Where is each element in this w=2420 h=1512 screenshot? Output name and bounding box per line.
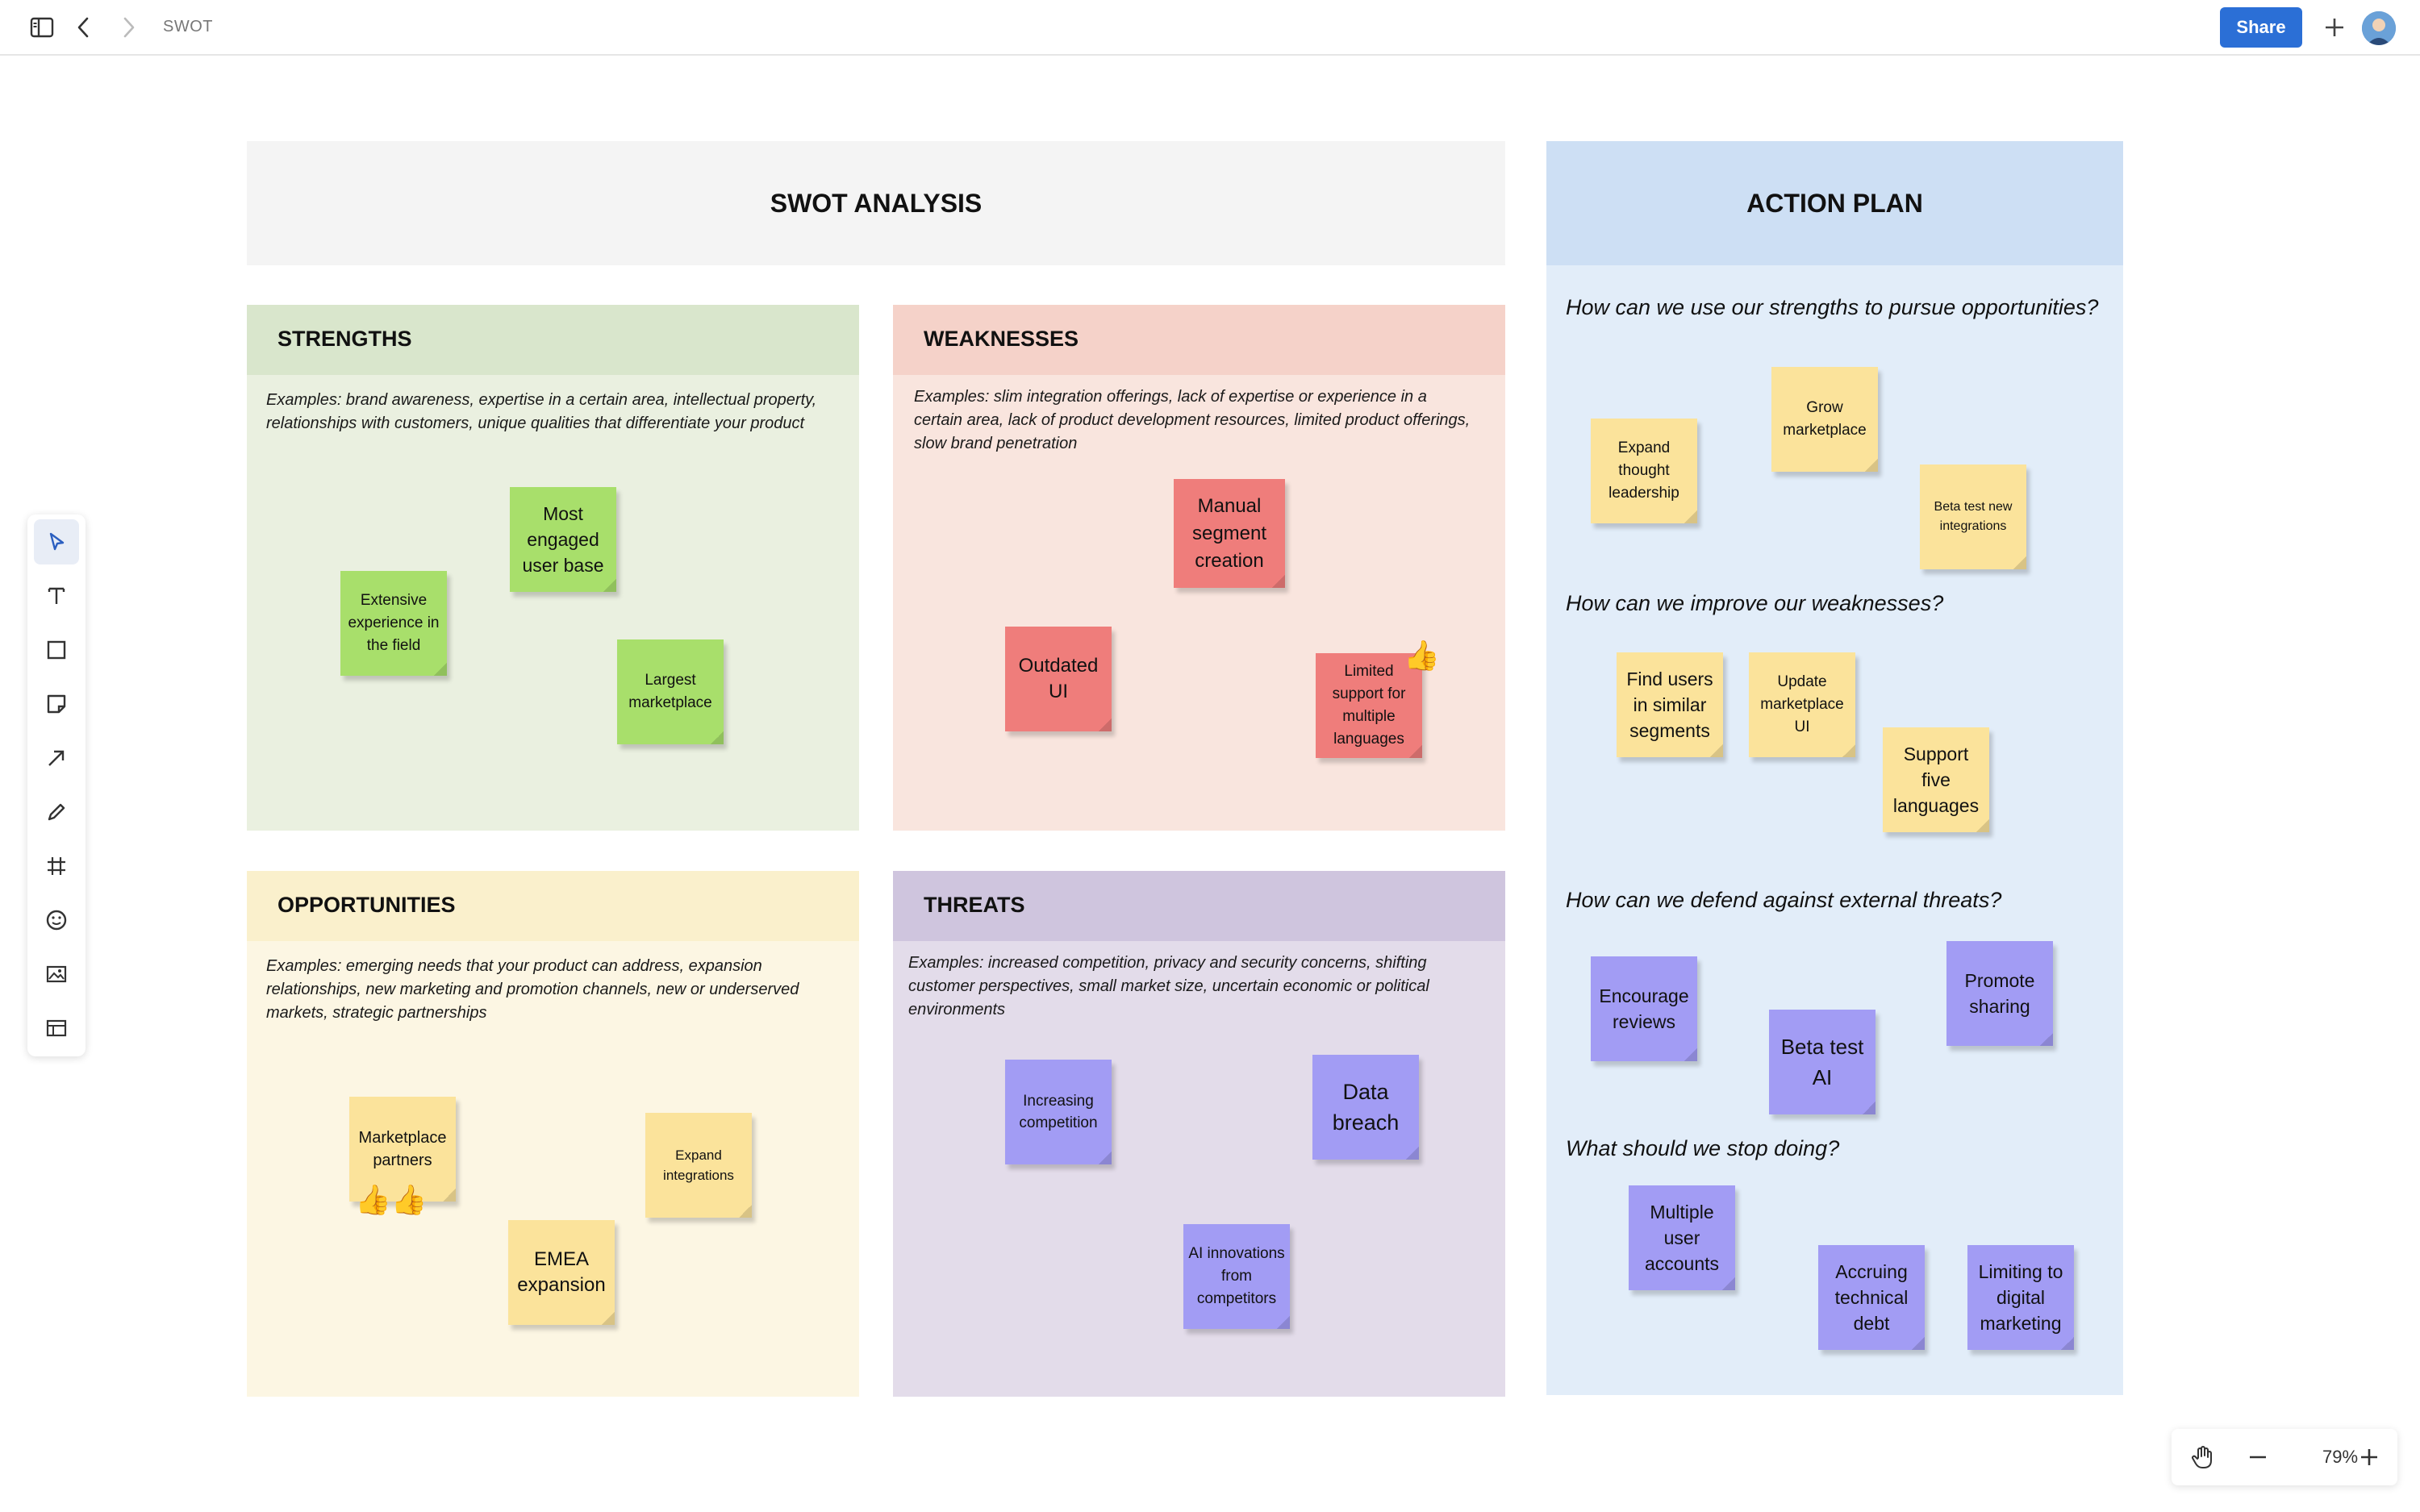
sticky-note[interactable]: Largest marketplace (617, 639, 724, 744)
text-icon[interactable] (34, 573, 79, 619)
left-toolbar (27, 514, 86, 1056)
question-weaknesses: How can we improve our weaknesses? (1566, 591, 1944, 615)
sticky-note[interactable]: Update marketplace UI (1749, 652, 1855, 757)
zoom-out-icon[interactable] (2238, 1429, 2278, 1485)
select-icon[interactable] (34, 519, 79, 564)
strengths-panel: STRENGTHS Examples: brand awareness, exp… (247, 305, 859, 831)
sticky-note[interactable]: Support five languages (1883, 727, 1989, 832)
action-plan-header (1546, 141, 2123, 265)
thumbs-up-icon: 👍 (1404, 639, 1440, 672)
forward-arrow-icon[interactable] (117, 0, 141, 54)
strengths-title: STRENGTHS (277, 327, 412, 351)
sticky-note[interactable]: Limited support for multiple languages (1316, 653, 1422, 758)
zoom-in-icon[interactable] (2349, 1429, 2389, 1485)
action-plan-panel: ACTION PLAN How can we use our strengths… (1546, 141, 2123, 1395)
avatar[interactable] (2362, 11, 2396, 45)
thumbs-up-icon: 👍👍 (355, 1183, 428, 1216)
sticky-note[interactable]: Grow marketplace (1771, 367, 1878, 472)
sticky-note[interactable]: Beta test new integrations (1920, 464, 2026, 569)
strengths-header (247, 305, 859, 375)
action-plan-title: ACTION PLAN (1746, 188, 1923, 218)
weaknesses-header (893, 305, 1505, 375)
sticky-note[interactable]: Manual segment creation (1174, 479, 1285, 588)
back-arrow-icon[interactable] (71, 0, 95, 54)
sticky-note[interactable]: Accruing technical debt (1818, 1245, 1925, 1350)
frame-icon[interactable] (34, 843, 79, 889)
sticky-note[interactable]: Find users in similar segments (1617, 652, 1723, 757)
weaknesses-examples: Examples: slim integration offerings, la… (914, 388, 1471, 452)
question-stop: What should we stop doing? (1566, 1136, 1840, 1160)
sticky-note[interactable]: Most engaged user base (510, 487, 616, 592)
top-bar: SWOT Share (0, 0, 2420, 56)
sticky-note[interactable]: Beta test AI (1769, 1010, 1876, 1114)
question-threats: How can we defend against external threa… (1566, 888, 2002, 912)
pen-icon[interactable] (34, 789, 79, 835)
threats-examples: Examples: increased competition, privacy… (908, 954, 1429, 1018)
sticky-note[interactable]: EMEA expansion (508, 1220, 615, 1325)
plus-icon[interactable] (2320, 0, 2349, 54)
strengths-examples: Examples: brand awareness, expertise in … (266, 391, 817, 432)
sidebar-toggle-icon[interactable] (26, 0, 58, 54)
sticky-note[interactable]: Expand thought leadership (1591, 419, 1697, 523)
threats-header (893, 871, 1505, 941)
zoom-level[interactable]: 79% (2322, 1447, 2359, 1467)
swot-title: SWOT ANALYSIS (770, 188, 983, 218)
question-strengths: How can we use our strengths to pursue o… (1566, 295, 2099, 319)
sticky-note-icon[interactable] (34, 681, 79, 727)
sticky-note[interactable]: Limiting to digital marketing (1967, 1245, 2074, 1350)
hand-icon[interactable] (2183, 1429, 2223, 1485)
zoom-control: 79% (2172, 1429, 2397, 1485)
table-icon[interactable] (34, 1006, 79, 1051)
arrow-icon[interactable] (34, 735, 79, 781)
opportunities-examples: Examples: emerging needs that your produ… (266, 957, 799, 1022)
threats-title: THREATS (924, 893, 1025, 917)
sticky-note[interactable]: Promote sharing (1946, 941, 2053, 1046)
sticky-note[interactable]: Marketplace partners (349, 1097, 456, 1202)
emoji-icon[interactable] (34, 898, 79, 943)
sticky-note[interactable]: Encourage reviews (1591, 956, 1697, 1061)
shape-icon[interactable] (34, 627, 79, 673)
opportunities-title: OPPORTUNITIES (277, 893, 456, 917)
sticky-note[interactable]: AI innovations from competitors (1183, 1224, 1290, 1329)
swot-title-panel: SWOT ANALYSIS (247, 141, 1505, 265)
sticky-note[interactable]: Outdated UI (1005, 627, 1112, 731)
sticky-note[interactable]: Extensive experience in the field (340, 571, 447, 676)
image-icon[interactable] (34, 952, 79, 997)
sticky-note[interactable]: Increasing competition (1005, 1060, 1112, 1164)
sticky-note[interactable]: Expand integrations (645, 1113, 752, 1218)
sticky-note[interactable]: Multiple user accounts (1629, 1185, 1735, 1290)
weaknesses-title: WEAKNESSES (924, 327, 1079, 351)
document-title: SWOT (163, 18, 213, 35)
sticky-note[interactable]: Data breach (1312, 1055, 1419, 1160)
share-button[interactable]: Share (2220, 7, 2302, 48)
opportunities-header (247, 871, 859, 941)
